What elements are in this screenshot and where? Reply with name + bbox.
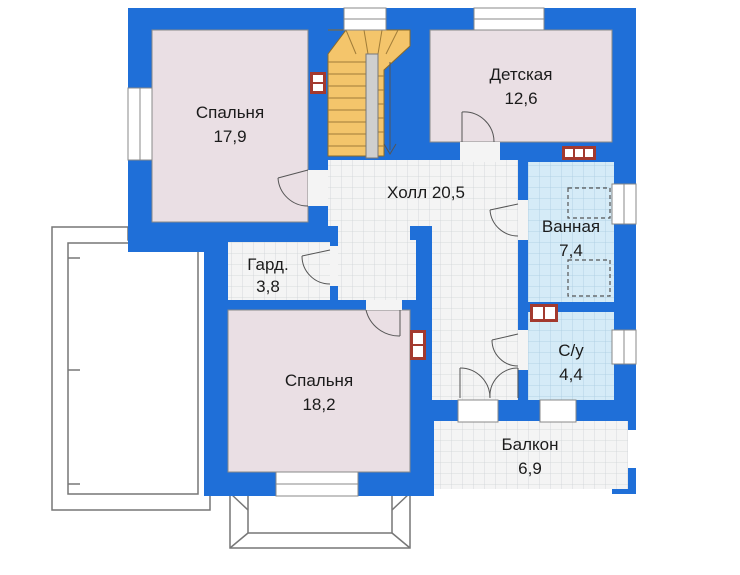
room-area-wardrobe: 3,8 [256,277,280,296]
room-area-kids: 12,6 [504,89,537,108]
room-label-hall: Холл 20,5 [387,183,465,202]
room-name-bathroom: Ванная [542,217,600,236]
windows [127,7,637,497]
room-name-bedroom-1: Спальня [196,103,264,122]
room-area-wc: 4,4 [559,365,583,384]
vent-ducts [310,72,596,360]
room-balcony [434,421,628,489]
room-name-bedroom-2: Спальня [285,371,353,390]
room-bedroom-2 [227,309,411,473]
room-wc [528,312,614,400]
terrace-outline [51,226,211,511]
staircase [327,29,411,159]
room-name-wardrobe: Гард. [247,255,288,274]
room-area-bedroom-1: 17,9 [213,127,246,146]
room-kids [429,29,613,143]
room-area-bathroom: 7,4 [559,241,583,260]
room-name-wc: С/у [558,341,584,360]
room-hall [328,160,518,400]
room-bedroom-1 [151,29,309,223]
room-name-kids: Детская [490,65,553,84]
doors [277,111,528,399]
room-area-bedroom-2: 18,2 [302,395,335,414]
bathroom-fixtures [567,187,611,297]
room-name-balcony: Балкон [501,435,558,454]
porch-outline [229,492,411,549]
room-wardrobe [228,242,330,300]
room-area-balcony: 6,9 [518,459,542,478]
room-bathroom [528,162,614,302]
